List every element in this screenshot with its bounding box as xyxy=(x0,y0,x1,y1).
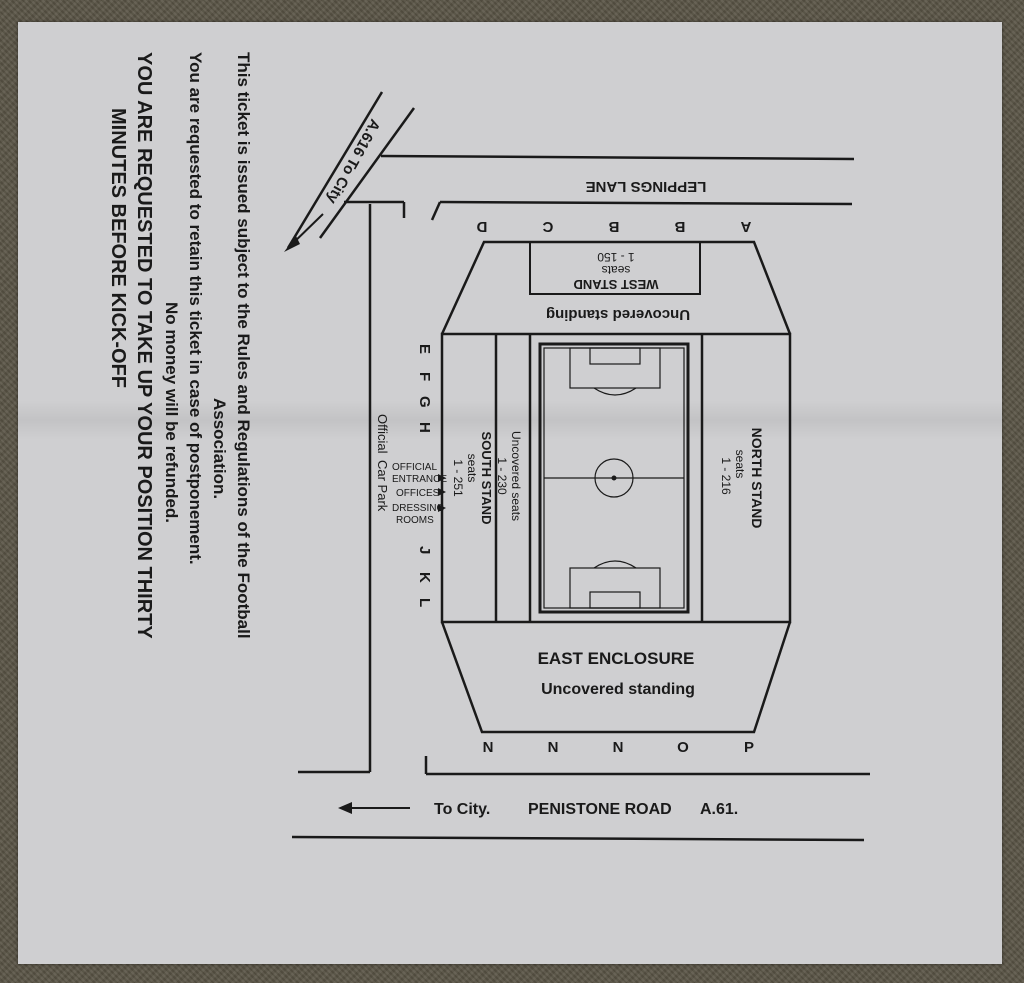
stadium-outline xyxy=(440,240,792,734)
a616-arrow-icon xyxy=(284,213,324,252)
east-enclosure-label: EAST ENCLOSURE xyxy=(538,649,695,668)
dressing-arrow-icon xyxy=(438,504,446,512)
gate-letter: N xyxy=(548,739,559,756)
south-stand-range: 1 - 251 xyxy=(451,459,465,497)
west-stand-range: 1 - 150 xyxy=(597,250,635,264)
condition-line-3: You are requested to retain this ticket … xyxy=(186,52,205,565)
official-label: OFFICIAL xyxy=(392,462,437,473)
west-standing-label: Uncovered standing xyxy=(546,306,690,323)
gate-letter: N xyxy=(613,739,624,756)
gate-letter: G xyxy=(416,396,433,408)
south-uncovered-range: 1 - 230 xyxy=(495,457,509,495)
gate-letter: L xyxy=(416,598,433,607)
to-city-arrow-icon xyxy=(338,802,410,814)
north-stand-range: 1 - 216 xyxy=(719,457,733,495)
south-stand-seats-label: seats xyxy=(465,454,479,483)
gate-letter: P xyxy=(744,739,754,756)
entrance-label: ENTRANCE xyxy=(392,474,447,485)
fold-crease xyxy=(18,400,1002,440)
gate-letter: N xyxy=(483,739,494,756)
car-park-label-2: Car Park xyxy=(375,460,390,512)
north-stand-seats-label: seats xyxy=(733,450,747,479)
west-stand-seats-label: seats xyxy=(602,263,631,277)
gate-letter: J xyxy=(416,546,433,554)
entrance-arrow-icon xyxy=(438,474,446,482)
dressing-label: DRESSING xyxy=(392,503,444,514)
to-city-label: To City. xyxy=(434,801,490,818)
penistone-road-label: PENISTONE ROAD xyxy=(528,801,672,818)
east-gates: N N N O P xyxy=(483,739,754,756)
gate-letter: D xyxy=(476,218,487,235)
match-ticket: This ticket is issued subject to the Rul… xyxy=(18,22,1002,964)
west-stand-label: WEST STAND xyxy=(574,277,659,292)
gate-letter: C xyxy=(542,218,553,235)
condition-line-4: No money will be refunded. xyxy=(162,302,181,523)
ticket-print: This ticket is issued subject to the Rul… xyxy=(107,52,870,842)
gate-letter: K xyxy=(416,572,433,583)
a61-label: A.61. xyxy=(700,801,738,818)
gate-letter: H xyxy=(416,422,433,433)
gate-letter: B xyxy=(608,218,619,235)
condition-line-6: MINUTES BEFORE KICK-OFF xyxy=(107,108,129,388)
car-park-label-1: Official xyxy=(375,414,390,454)
leppings-lane-label: LEPPINGS LANE xyxy=(586,178,707,195)
offices-label: OFFICES xyxy=(396,488,440,499)
south-stand-label: SOUTH STAND xyxy=(479,432,494,525)
condition-line-2: Association. xyxy=(210,398,229,499)
north-stand-label: NORTH STAND xyxy=(749,428,765,529)
road-lines xyxy=(286,91,870,842)
gate-letter: O xyxy=(677,739,689,756)
rooms-label: ROOMS xyxy=(396,515,434,526)
east-standing-label: Uncovered standing xyxy=(541,681,695,698)
conditions-block: This ticket is issued subject to the Rul… xyxy=(107,52,253,639)
south-uncovered-seats-label: Uncovered seats xyxy=(509,431,523,521)
gate-letter: F xyxy=(416,372,433,381)
gate-letter: A xyxy=(740,218,751,235)
football-pitch xyxy=(538,342,690,614)
offices-arrow-icon xyxy=(438,488,446,496)
south-gates: E F G H J K L xyxy=(416,344,433,607)
gate-letter: E xyxy=(416,344,433,354)
gate-letter: B xyxy=(674,218,685,235)
condition-line-5: YOU ARE REQUESTED TO TAKE UP YOUR POSITI… xyxy=(133,52,155,639)
condition-line-1: This ticket is issued subject to the Rul… xyxy=(234,52,253,639)
facilities-labels: OFFICIAL ENTRANCE OFFICES DRESSING ROOMS xyxy=(392,462,447,526)
west-gates: A B B C D xyxy=(476,218,751,235)
